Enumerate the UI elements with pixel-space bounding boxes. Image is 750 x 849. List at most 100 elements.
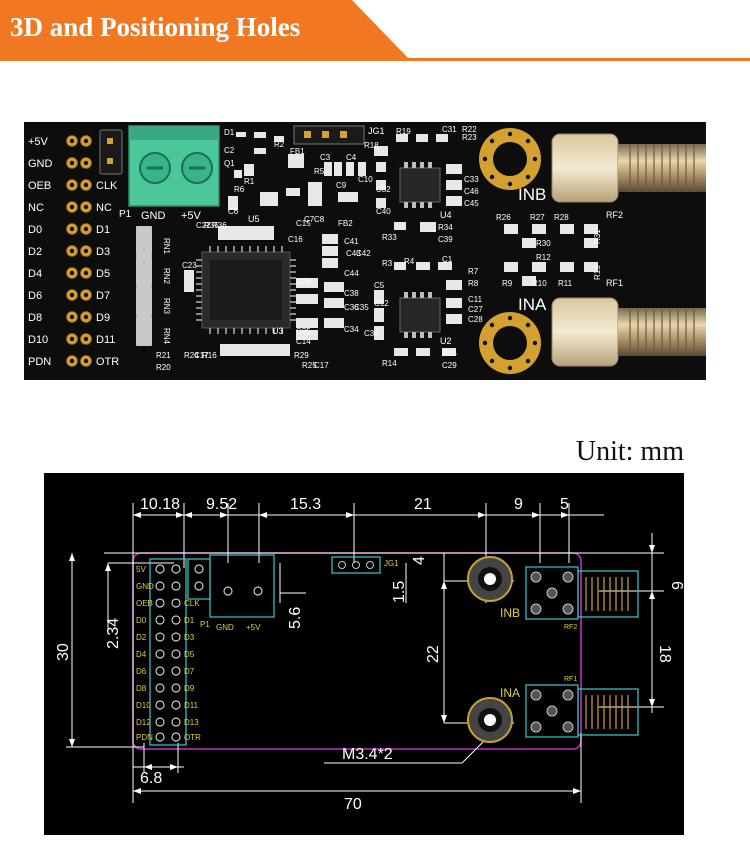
cad-background xyxy=(44,473,684,835)
c31-label: C31 xyxy=(442,125,457,134)
dim-9-52: 9.52 xyxy=(206,496,237,513)
r3-label: R3 xyxy=(382,259,393,268)
c5-label: C5 xyxy=(374,281,385,290)
pin-label: PDN xyxy=(28,356,51,368)
cad-rf1-label: RF1 xyxy=(564,676,577,683)
pin-header xyxy=(66,135,92,367)
cad-pin-label: CLK xyxy=(184,599,200,608)
pin-label: D4 xyxy=(28,268,42,280)
pin-label: D0 xyxy=(28,224,42,236)
sma-connector-rf1 xyxy=(551,297,706,367)
dim-5-6: 5.6 xyxy=(287,607,304,629)
cad-pin-label: PDN xyxy=(136,733,153,742)
rf2-label: RF2 xyxy=(606,210,623,220)
rn2-label: RN2 xyxy=(162,268,171,285)
c15-label: C15 xyxy=(296,219,311,228)
c32-label: C32 xyxy=(376,185,391,194)
c1-label: C1 xyxy=(442,255,453,264)
dim-15-3: 15.3 xyxy=(290,496,321,513)
cad-terminal-block xyxy=(209,554,275,618)
title-banner xyxy=(0,0,410,60)
r16-label: R16 xyxy=(202,351,217,360)
c23-label: C23 xyxy=(182,261,197,270)
u4-label: U4 xyxy=(440,210,452,220)
r21-label: R21 xyxy=(156,351,171,360)
r25-label: R25 xyxy=(302,361,317,370)
c10-label: C10 xyxy=(358,175,373,184)
p1-label: P1 xyxy=(119,209,132,220)
cad-drawing: 10.18 9.52 15.3 21 9 5 4 6 1.5 5.6 2.34 … xyxy=(44,473,684,835)
dim-2-34: 2.34 xyxy=(105,618,122,649)
r20-label: R20 xyxy=(156,363,171,372)
c40-label: C40 xyxy=(376,207,391,216)
sma-connector-rf2 xyxy=(551,133,706,203)
c29-label: C29 xyxy=(442,361,457,370)
cad-inb-label: INB xyxy=(500,606,520,620)
c9-label: C9 xyxy=(336,181,347,190)
r6-label: R6 xyxy=(234,185,245,194)
r18-label: R18 xyxy=(364,141,379,150)
cad-pin-label: D10 xyxy=(136,701,151,710)
cad-pin-label: GND xyxy=(136,582,154,591)
c11-label: C11 xyxy=(468,295,483,304)
c42-label: C42 xyxy=(356,249,371,258)
r4-label: R4 xyxy=(404,257,415,266)
page-title: 3D and Positioning Holes xyxy=(10,12,301,42)
mounting-hole-top xyxy=(479,128,541,190)
smd-components xyxy=(184,132,598,356)
pin-label: D11 xyxy=(96,334,115,346)
rn4-label: RN4 xyxy=(162,328,171,345)
rf1-label: RF1 xyxy=(606,278,623,288)
c12-label: C12 xyxy=(374,299,389,308)
jg1-label: JG1 xyxy=(368,126,385,136)
c8-label: C8 xyxy=(314,215,325,224)
r2-label: R2 xyxy=(274,140,285,149)
r8-label: R8 xyxy=(468,279,479,288)
opamp-u2 xyxy=(399,292,441,338)
pin-label: OEB xyxy=(28,180,51,192)
c33-label: C33 xyxy=(464,175,479,184)
dim-70: 70 xyxy=(344,796,362,813)
fb2-label: FB2 xyxy=(338,219,353,228)
pin-label: D6 xyxy=(28,290,42,302)
c27-label: C27 xyxy=(468,305,483,314)
cad-pin-label: D12 xyxy=(136,718,151,727)
pcb-header-labels-right: CLK NC D1 D3 D5 D7 D9 D11 OTR xyxy=(96,180,119,368)
c4-label: C4 xyxy=(346,153,357,162)
banner-shape xyxy=(0,0,410,60)
u5-label: U5 xyxy=(248,214,260,224)
dim-6: 6 xyxy=(668,581,684,590)
dim-5: 5 xyxy=(560,496,569,513)
cad-pin-label: D9 xyxy=(184,684,195,693)
cad-jg1 xyxy=(331,556,381,574)
c25b-label: C25 xyxy=(296,327,311,336)
cad-pin-label: D13 xyxy=(184,718,199,727)
dim-1-5: 1.5 xyxy=(391,581,408,603)
cad-p1-label: P1 xyxy=(200,620,210,629)
cad-jg1-label: JG1 xyxy=(384,559,399,568)
c25-label: C25 xyxy=(296,277,311,286)
v5-label: +5V xyxy=(181,210,202,222)
r34-label: R34 xyxy=(438,223,453,232)
opamp-u4 xyxy=(399,162,441,208)
c7-label: C7 xyxy=(304,215,315,224)
cad-pin-label: D11 xyxy=(184,701,199,710)
dim-30: 30 xyxy=(55,643,72,661)
c17b-label: C17 xyxy=(314,361,329,370)
cad-hole-top xyxy=(467,556,513,602)
cad-pin-label: 5V xyxy=(136,565,146,574)
cad-pin-label: OTR xyxy=(184,733,201,742)
pin-label: D7 xyxy=(96,290,110,302)
r24-label: R24 xyxy=(184,351,199,360)
c16-label: C16 xyxy=(288,235,303,244)
cad-gnd-label: GND xyxy=(216,623,234,632)
c14-label: C14 xyxy=(296,337,311,346)
gnd-label: GND xyxy=(141,210,166,222)
c43-label: C43 xyxy=(346,249,361,258)
c45-label: C45 xyxy=(464,199,479,208)
cad-pin-label: D2 xyxy=(136,633,147,642)
r23-label: R23 xyxy=(462,133,477,142)
r10-label: R10 xyxy=(532,279,547,288)
r7-label: R7 xyxy=(468,267,479,276)
r22-label: R22 xyxy=(462,125,477,134)
